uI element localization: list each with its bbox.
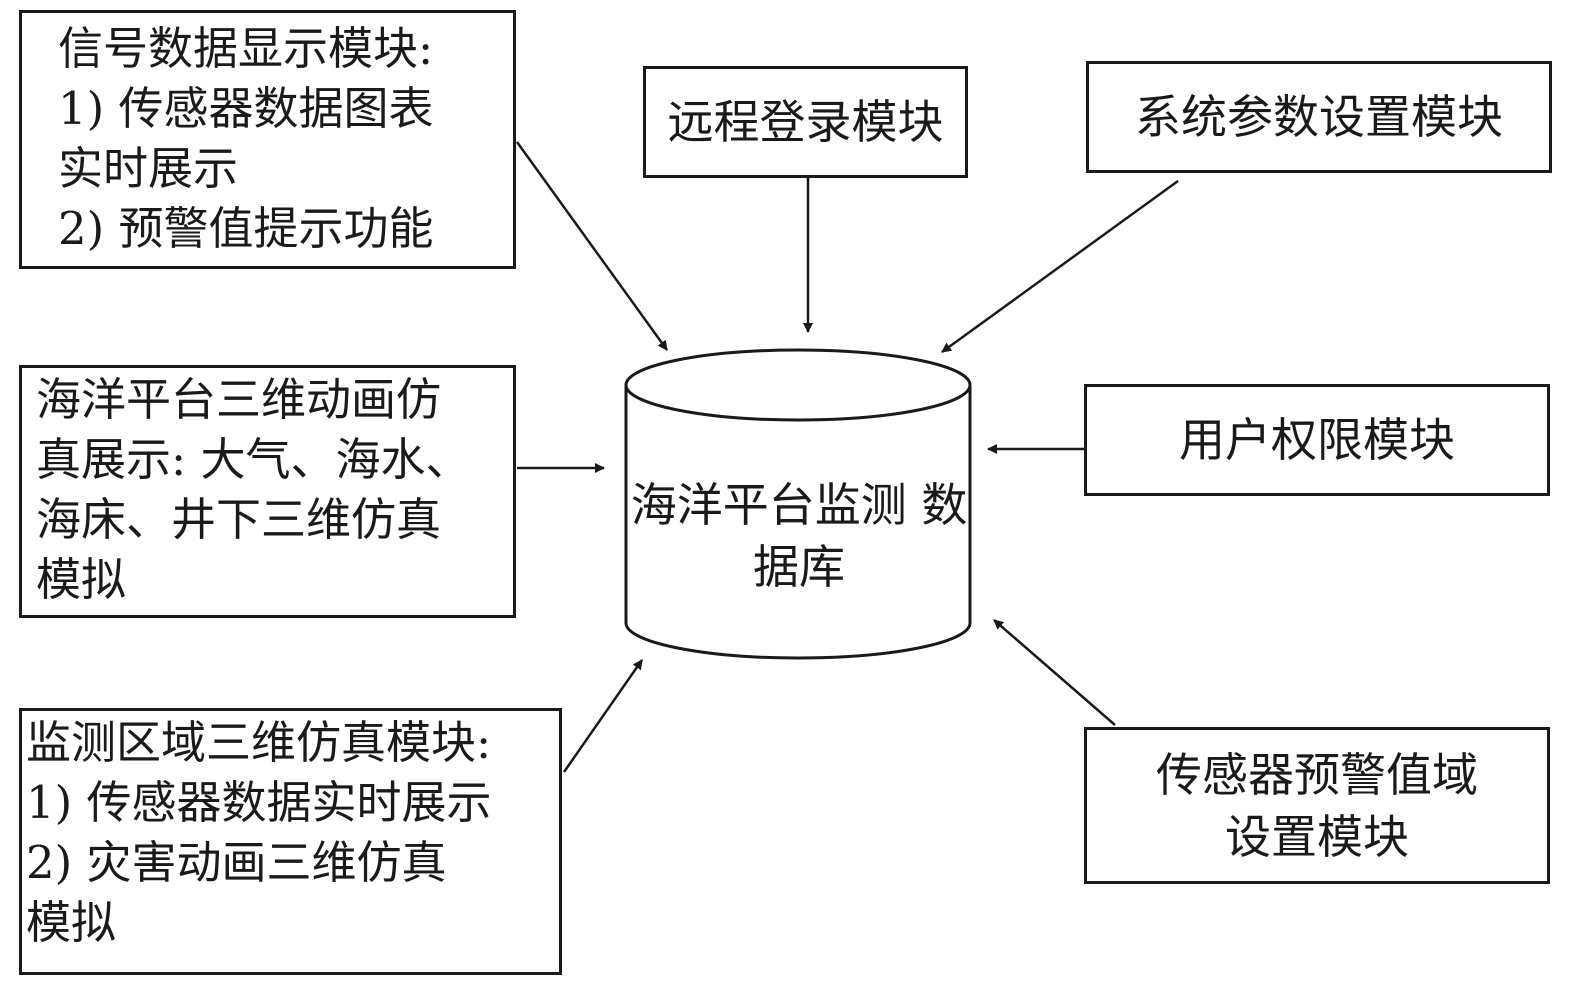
module-text-line: 远程登录模块 [667,95,944,149]
database-label-line: 数据库 [753,478,968,594]
arrow-region-sim [562,659,644,773]
arrow-sensor-threshold [993,619,1116,726]
database-top [624,348,972,422]
system-params-module-box: 系统参数设置模块 [1086,61,1552,173]
region-sim-module-box: 监测区域三维仿真模块: 1) 传感器数据实时展示 2) 灾害动画三维仿真 模拟 [19,708,562,975]
module-text-line: 2) 灾害动画三维仿真 [26,836,447,889]
module-text-line: 1) 传感器数据实时展示 [26,776,492,829]
module-text-line: 信号数据显示模块: [58,22,434,75]
arrow-system-params [941,179,1179,354]
database-body [624,385,972,660]
module-text-line: 用户权限模块 [1179,413,1455,467]
user-permission-module-box: 用户权限模块 [1084,384,1550,496]
database-cylinder [624,348,972,660]
module-text-line: 设置模块 [1225,809,1409,864]
module-text-line: 实时展示 [58,142,239,195]
module-text-line: 真展示: 大气、海水、 [36,433,471,486]
module-text-line: 海床、井下三维仿真 [36,493,442,546]
module-text-line: 模拟 [26,896,117,949]
module-text-line: 海洋平台三维动画仿 [36,373,442,426]
database-label: 海洋平台监测 数据库 [626,474,972,598]
database-label-line: 海洋平台监测 [630,478,907,532]
module-text-line: 系统参数设置模块 [1135,90,1503,144]
signal-display-module-box: 信号数据显示模块: 1) 传感器数据图表 实时展示 2) 预警值提示功能 [19,10,516,269]
arrow-signal-display [515,141,669,351]
module-text-line: 2) 预警值提示功能 [58,202,434,255]
module-text-line: 监测区域三维仿真模块: [26,716,492,769]
module-text-line: 模拟 [36,553,127,606]
module-text-line: 传感器预警值域 [1156,747,1478,802]
remote-login-module-box: 远程登录模块 [643,66,968,178]
module-text-line: 1) 传感器数据图表 [58,82,434,135]
sensor-threshold-module-box: 传感器预警值域 设置模块 [1084,727,1550,884]
animation-sim-module-box: 海洋平台三维动画仿 真展示: 大气、海水、 海床、井下三维仿真 模拟 [19,365,516,618]
